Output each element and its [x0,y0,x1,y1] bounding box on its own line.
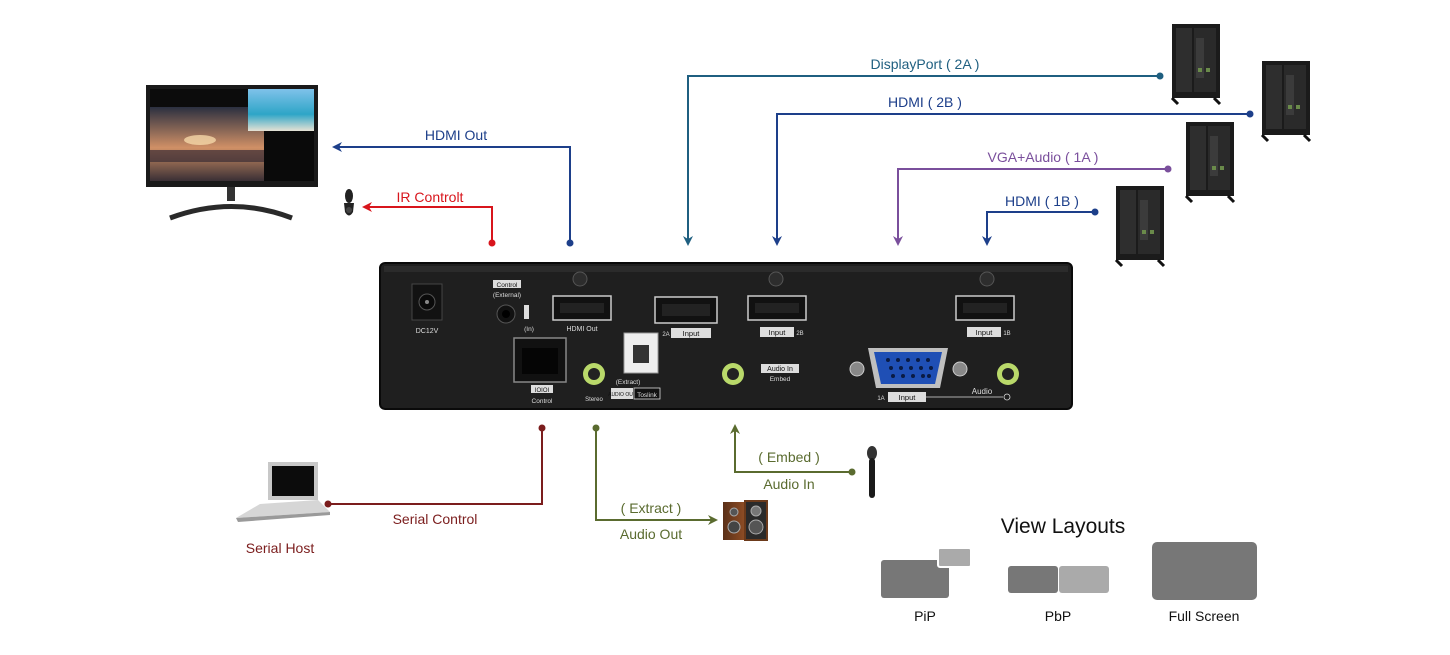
switch-device: DC12V Control (External) (In) HDMI Out I… [379,262,1073,410]
hdmi-2b-label: HDMI ( 2B ) [888,94,962,110]
microphone-icon [867,446,877,498]
hdmi-1b-line [982,208,1099,246]
vga-audio-label: VGA+Audio ( 1A ) [988,149,1099,165]
audio-in-label: Audio In [763,476,814,492]
hdmi-out-label: HDMI Out [425,127,487,143]
full-screen-label: Full Screen [1169,608,1240,624]
external-label: (External) [493,292,521,299]
audio-out-label: Audio Out [620,526,682,542]
input-2a-label: Input [683,329,701,338]
dc-label: DC12V [416,328,439,335]
pip-layout-icon [881,547,972,598]
embed-label: ( Embed ) [758,449,819,465]
audio-port-label: Audio [972,387,993,396]
toslink-label: Toslink [637,392,658,399]
tag-2a: 2A [662,332,669,338]
input-1a-label: Input [899,393,917,402]
audio-in-line [730,424,856,476]
hdmi-out-line [332,142,574,247]
rs232-label: IOIOI [535,388,550,394]
serial-host-label: Serial Host [246,540,315,556]
audio-out-small-label: AUDIO OUT [608,392,636,398]
hdmi-out-port-label: HDMI Out [566,326,597,333]
view-layouts-title: View Layouts [1001,515,1126,538]
audio-out-line [592,424,718,525]
extract-label: ( Extract ) [621,500,682,516]
in-label: (In) [524,326,534,333]
full-screen-layout-icon [1152,542,1257,600]
serial-control-label: Serial Control [393,511,478,527]
pc-tower-icon [1260,61,1312,143]
pc-tower-icon [1184,122,1236,204]
control-label: Control [497,282,519,289]
tag-1a: 1A [877,396,884,402]
rs-control-label: Control [532,398,554,405]
hdmi-1b-label: HDMI ( 1B ) [1005,193,1079,209]
pc-tower-icon [1114,186,1166,268]
tag-2b: 2B [796,331,803,337]
ir-receiver-icon [344,189,354,216]
audio-in-small-label: Audio In [767,366,793,373]
monitor-icon [146,85,318,221]
tag-1b: 1B [1003,331,1010,337]
hdmi-2b-line [772,110,1254,246]
displayport-line [683,72,1164,246]
ir-control-line [362,202,496,247]
pc-tower-icon [1170,24,1222,106]
speakers-icon [723,500,768,541]
pip-label: PiP [914,608,936,624]
pbp-layout-icon [1008,566,1109,593]
input-1b-label: Input [976,328,994,337]
displayport-label: DisplayPort ( 2A ) [871,56,980,72]
embed-small-label: Embed [770,376,791,383]
input-2b-label: Input [769,328,787,337]
stereo-label: Stereo [585,397,603,403]
pbp-label: PbP [1045,608,1071,624]
vga-audio-line [893,165,1172,246]
ir-control-label: IR Controlt [397,189,464,205]
laptop-icon [236,462,330,522]
serial-control-line [324,424,546,508]
extract-small-label: (Extract) [616,379,641,386]
